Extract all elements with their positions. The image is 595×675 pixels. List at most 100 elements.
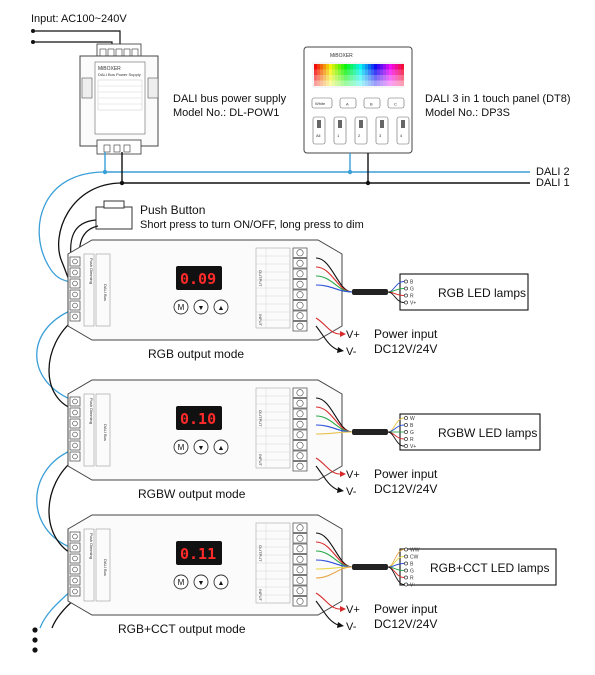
power-input-label: Power input xyxy=(374,327,438,341)
lamp-pin-label: V+ xyxy=(410,583,416,589)
lamp-pin-label: WW xyxy=(410,548,420,554)
output-terminal[interactable] xyxy=(292,258,308,269)
push-button-body[interactable] xyxy=(95,206,133,230)
output-terminal[interactable] xyxy=(292,247,308,258)
zone-button-label: All xyxy=(316,133,321,138)
output-terminal[interactable] xyxy=(292,429,308,440)
zone-button[interactable] xyxy=(396,116,410,145)
output-terminal[interactable] xyxy=(292,450,308,461)
lamp-pin-label: V+ xyxy=(410,444,416,450)
output-terminal[interactable] xyxy=(292,279,308,290)
output-terminal[interactable] xyxy=(292,575,308,586)
controller-button[interactable] xyxy=(173,439,189,455)
vplus-label: V+ xyxy=(346,469,360,481)
up-arrow-icon: ▲ xyxy=(218,305,225,312)
group-button[interactable] xyxy=(387,97,405,109)
output-terminal[interactable] xyxy=(292,554,308,565)
output-terminal[interactable] xyxy=(292,408,308,419)
terminal-label-push: Push Dimming xyxy=(89,398,94,424)
group-button[interactable] xyxy=(363,97,381,109)
lamp-label: RGB LED lamps xyxy=(438,286,526,300)
led-display xyxy=(176,541,222,565)
mode-label: RGB output mode xyxy=(148,347,244,361)
input-terminal[interactable] xyxy=(69,429,81,440)
vminus-label: V- xyxy=(346,346,357,358)
zone-button[interactable] xyxy=(354,116,368,145)
push-button-desc: Short press to turn ON/OFF, long press t… xyxy=(140,219,364,231)
output-terminal[interactable] xyxy=(292,398,308,409)
dali-power-supply: MiBOXER DALI Bus Power Supply DALI bus p… xyxy=(79,43,287,155)
vplus-label: V+ xyxy=(346,329,360,341)
vminus-label: V- xyxy=(346,621,357,633)
input-terminal[interactable] xyxy=(69,586,81,597)
output-terminal[interactable] xyxy=(292,564,308,575)
controller-button[interactable] xyxy=(193,299,209,315)
lamp-pin-label: G xyxy=(410,569,414,575)
input-terminal[interactable] xyxy=(69,542,81,553)
group-button[interactable] xyxy=(339,97,357,109)
ac-input: Input: AC100~240V xyxy=(31,13,127,50)
input-terminal[interactable] xyxy=(69,418,81,429)
voltage-label: DC12V/24V xyxy=(374,617,437,631)
input-terminal[interactable] xyxy=(69,407,81,418)
zone-button[interactable] xyxy=(375,116,389,145)
output-terminal[interactable] xyxy=(292,543,308,554)
input-terminal[interactable] xyxy=(69,267,81,278)
controller-button[interactable] xyxy=(213,299,229,315)
output-terminal[interactable] xyxy=(292,310,308,321)
input-terminal[interactable] xyxy=(69,564,81,575)
zone-slider-icon xyxy=(380,120,384,128)
output-terminal[interactable] xyxy=(292,585,308,596)
zone-slider-icon xyxy=(359,120,363,128)
input-terminal[interactable] xyxy=(69,440,81,451)
group-button-label: C xyxy=(394,102,397,107)
controller-button[interactable] xyxy=(213,574,229,590)
output-terminal[interactable] xyxy=(292,300,308,311)
output-terminal[interactable] xyxy=(292,596,308,607)
output-terminal[interactable] xyxy=(292,522,308,533)
controller-button[interactable] xyxy=(173,574,189,590)
output-terminal[interactable] xyxy=(292,461,308,472)
lamp-pin-label: R xyxy=(410,294,414,300)
zone-button[interactable] xyxy=(312,116,326,145)
input-terminal[interactable] xyxy=(69,531,81,542)
psu-product: DALI Bus Power Supply xyxy=(98,72,141,77)
input-terminal[interactable] xyxy=(69,451,81,462)
input-terminal[interactable] xyxy=(69,256,81,267)
lamp-label: RGB+CCT LED lamps xyxy=(430,561,549,575)
input-terminal[interactable] xyxy=(69,553,81,564)
output-terminal[interactable] xyxy=(292,533,308,544)
input-terminal[interactable] xyxy=(69,278,81,289)
input-terminal[interactable] xyxy=(69,396,81,407)
zone-slider-icon xyxy=(338,120,342,128)
lamp-box xyxy=(399,548,557,586)
led-display-value: 0.09 xyxy=(180,270,216,288)
output-terminal[interactable] xyxy=(292,289,308,300)
controller-button[interactable] xyxy=(173,299,189,315)
lamp-pin-label: W xyxy=(410,416,415,422)
white-button[interactable] xyxy=(311,97,333,109)
led-display-value: 0.10 xyxy=(180,410,216,428)
menu-button-icon: M xyxy=(178,303,185,312)
lamp-pin-label: V+ xyxy=(410,301,416,307)
output-terminal[interactable] xyxy=(292,387,308,398)
output-terminal[interactable] xyxy=(292,268,308,279)
controller-button[interactable] xyxy=(213,439,229,455)
menu-button-icon: M xyxy=(178,443,185,452)
output-terminal[interactable] xyxy=(292,419,308,430)
zone-slider-icon xyxy=(401,120,405,128)
lamp-pin-label: G xyxy=(410,430,414,436)
vminus-label: V- xyxy=(346,486,357,498)
input-terminal[interactable] xyxy=(69,311,81,322)
input-terminal[interactable] xyxy=(69,575,81,586)
input-terminal[interactable] xyxy=(69,300,81,311)
controller-button[interactable] xyxy=(193,574,209,590)
output-terminal[interactable] xyxy=(292,440,308,451)
output-terminal[interactable] xyxy=(292,321,308,332)
zone-button[interactable] xyxy=(333,116,347,145)
controller-button[interactable] xyxy=(193,439,209,455)
input-terminal[interactable] xyxy=(69,289,81,300)
